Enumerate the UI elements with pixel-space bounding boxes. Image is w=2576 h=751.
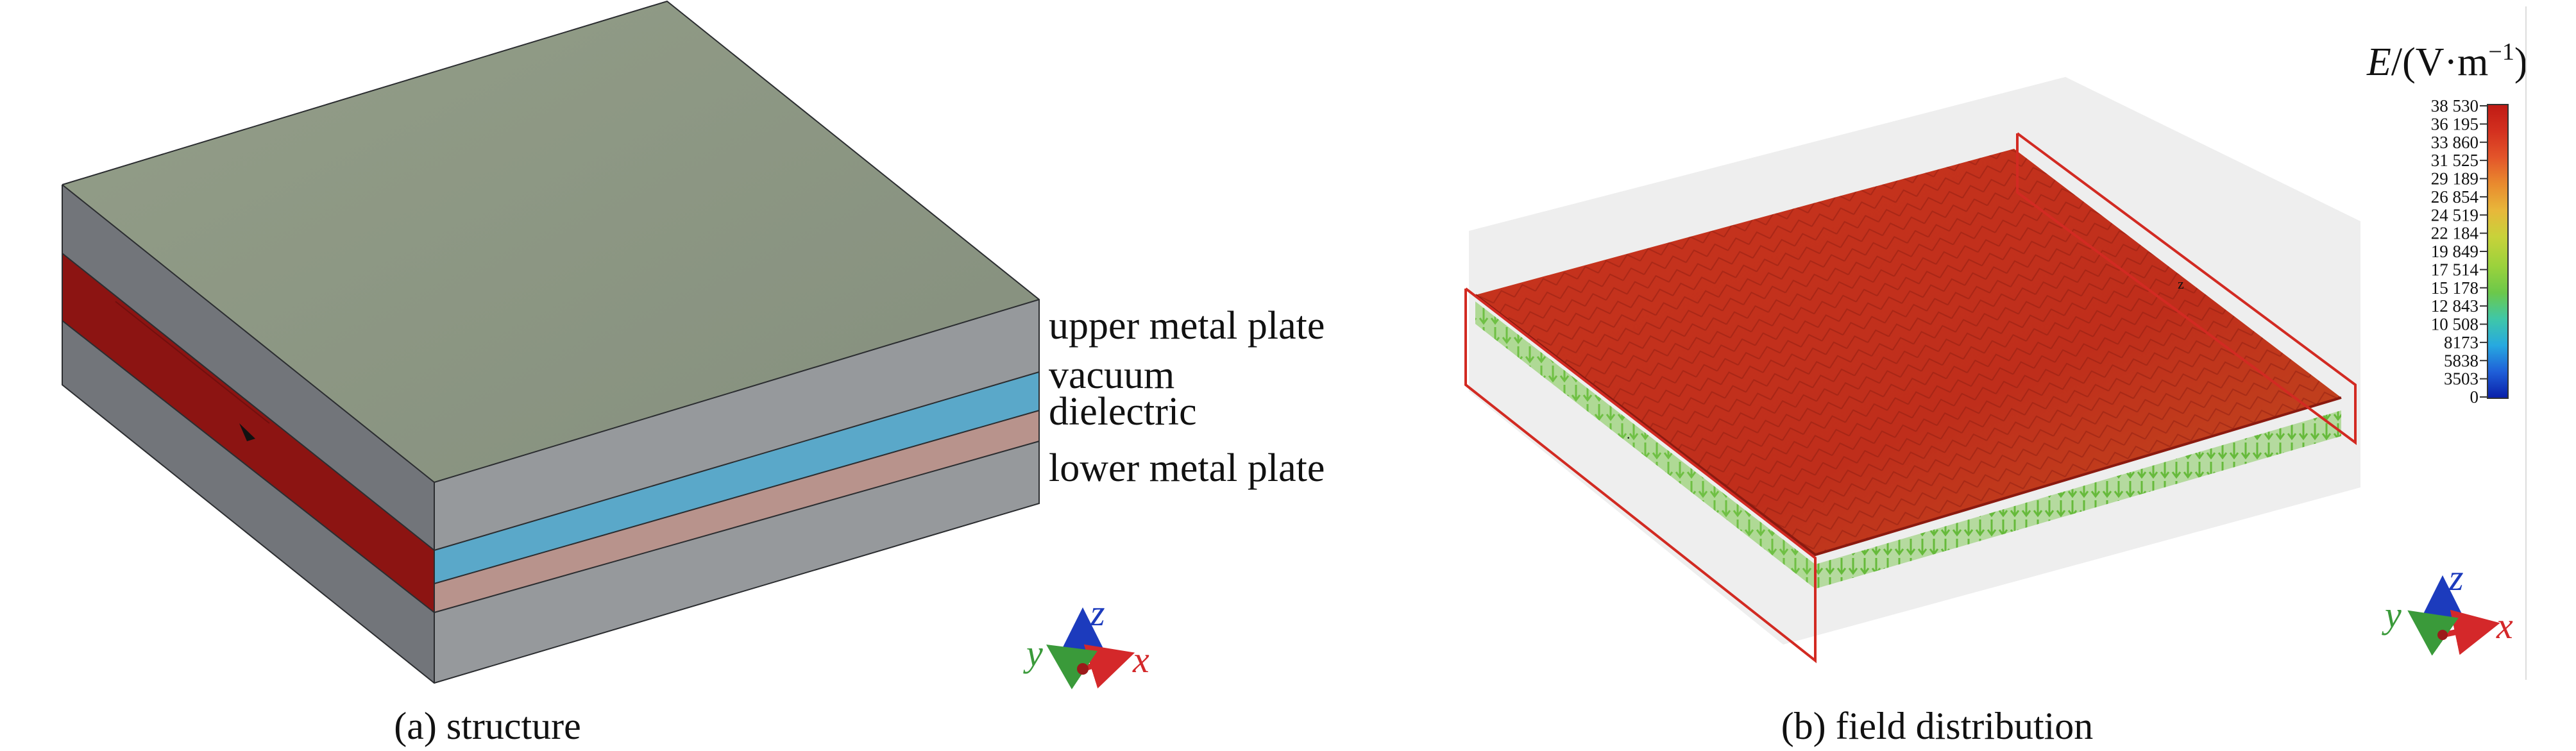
y-axis-arrow-b xyxy=(2407,610,2459,656)
colorbar-tick-label: 0 xyxy=(2470,387,2479,407)
colorbar-tick-label: 22 184 xyxy=(2431,224,2479,243)
colorbar-tick-label: 12 843 xyxy=(2431,296,2479,316)
caption-a: (a) structure xyxy=(394,705,581,747)
colorbar-tick-label: 15 178 xyxy=(2431,278,2479,298)
x-axis-label-b: x xyxy=(2496,605,2513,646)
colorbar-tick-label: 10 508 xyxy=(2431,315,2479,334)
colorbar-tick-label: 17 514 xyxy=(2431,260,2479,279)
dielectric-side xyxy=(434,410,1039,612)
x-axis-arrow-b xyxy=(2442,609,2500,655)
panel-a-structure: upper metal plate vacuum dielectric lowe… xyxy=(62,0,1325,747)
vacuum-side xyxy=(434,372,1039,584)
colorbar-title: E/(V·m−1) xyxy=(2366,38,2528,84)
upper-metal-side xyxy=(434,300,1039,550)
colorbar-tick-label: 36 195 xyxy=(2431,114,2479,133)
lower-metal-side xyxy=(434,441,1039,683)
colorbar-tick-label: 19 849 xyxy=(2431,242,2479,261)
upper-metal-top xyxy=(62,1,1039,482)
label-upper-metal-plate: upper metal plate xyxy=(1049,304,1325,348)
label-dielectric: dielectric xyxy=(1049,390,1197,434)
z-axis-label-b: z xyxy=(2448,557,2464,598)
colorbar-tick-label: 24 519 xyxy=(2431,205,2479,224)
x-axis-arrow xyxy=(1081,644,1135,689)
colorbar-tick-label: 3503 xyxy=(2444,369,2479,389)
axis-triad-a: z x y xyxy=(1023,592,1149,689)
label-vacuum: vacuum xyxy=(1049,353,1174,397)
colorbar-tick-label: 38 530 xyxy=(2431,96,2479,115)
x-axis-label: x xyxy=(1132,639,1149,680)
colorbar-gradient xyxy=(2487,104,2509,399)
arrow-marker xyxy=(239,423,255,441)
marker-dot: · xyxy=(1626,430,1631,446)
colorbar-tick-label: 31 525 xyxy=(2431,151,2479,170)
marker-z: z xyxy=(2178,276,2184,292)
colorbar-tick-label: 5838 xyxy=(2444,351,2479,370)
colorbar-tick-label: 8173 xyxy=(2444,333,2479,352)
z-axis-label: z xyxy=(1090,592,1105,634)
colorbar-tick-label: 33 860 xyxy=(2431,133,2479,152)
axis-triad-b: z x y xyxy=(2382,557,2513,656)
caption-b: (b) field distribution xyxy=(1781,705,2094,747)
label-lower-metal-plate: lower metal plate xyxy=(1049,446,1325,490)
boundary-box xyxy=(1464,132,2357,664)
y-axis-label: y xyxy=(1023,632,1043,674)
colorbar-tick-label: 29 189 xyxy=(2431,169,2479,189)
colorbar-tick-label: 26 854 xyxy=(2431,187,2479,207)
y-axis-label-b: y xyxy=(2382,594,2402,636)
